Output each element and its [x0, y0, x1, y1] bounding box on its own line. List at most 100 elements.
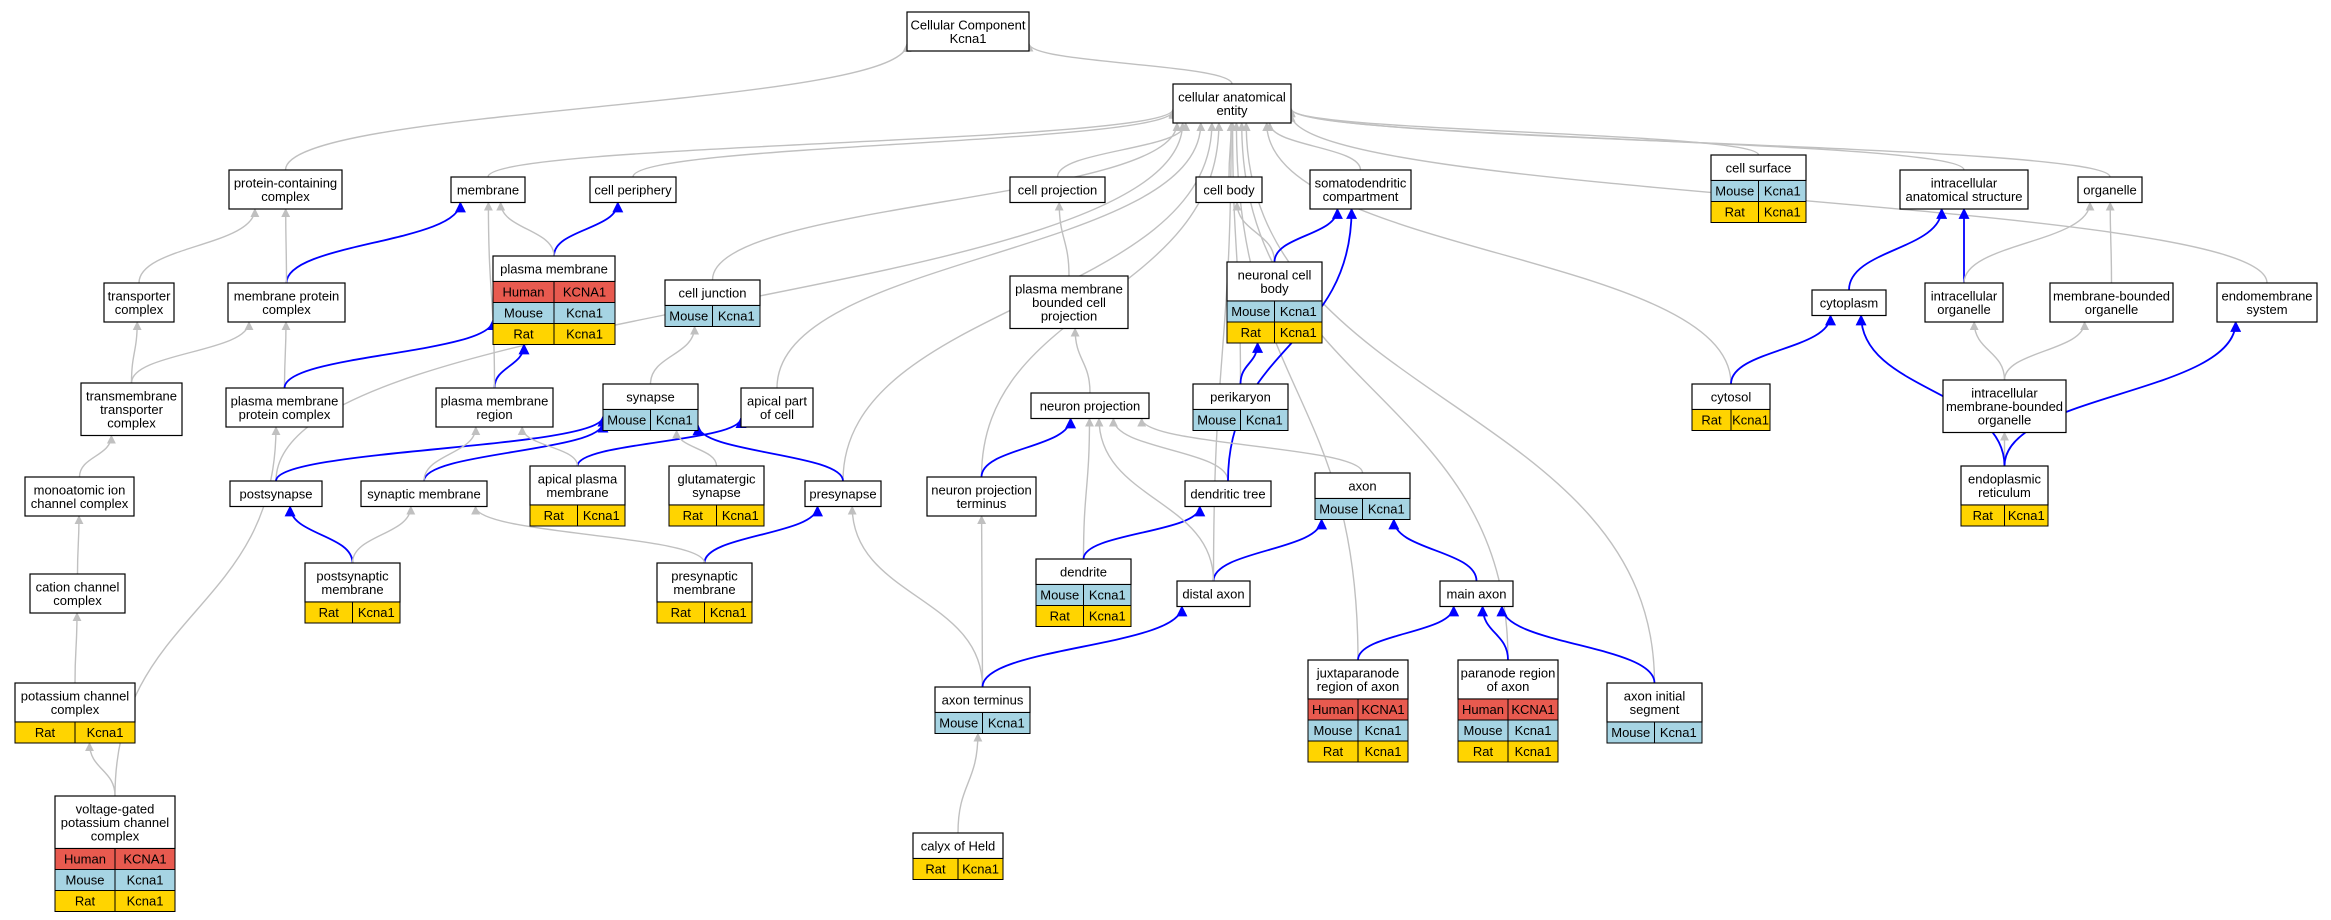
go-term-organelle[interactable]: organelle	[2077, 176, 2143, 204]
edge-pmbcp-to-cellproj	[1054, 201, 1070, 277]
term-label-line: plasma membrane	[1015, 281, 1123, 296]
gene-cell	[1507, 740, 1559, 763]
go-term-dendtree[interactable]: dendritic tree	[1184, 480, 1272, 508]
term-label-line: apical part	[747, 393, 807, 408]
term-label-line: protein-containing	[234, 175, 337, 190]
go-term-cytoplasm[interactable]: cytoplasm	[1811, 289, 1887, 317]
term-label-box	[360, 480, 488, 508]
species-name: Rat	[319, 605, 340, 620]
go-term-distaxon[interactable]: distal axon	[1176, 580, 1251, 608]
term-label-line: synapse	[626, 389, 674, 404]
edge-pmpc-to-pm	[283, 319, 499, 389]
term-label-line: postsynapse	[240, 486, 313, 501]
go-term-postsyn[interactable]: postsynapse	[229, 480, 323, 508]
term-label-line: perikaryon	[1210, 389, 1271, 404]
term-label-line: complex	[51, 702, 100, 717]
go-term-cellbody[interactable]: cell body	[1195, 176, 1263, 204]
go-term-mainaxon[interactable]: main axon	[1439, 580, 1514, 608]
term-label-line: cation channel	[36, 579, 120, 594]
edge-dendtree-to-neuronproj	[1108, 417, 1229, 482]
species-name: Rat	[1473, 744, 1494, 759]
go-term-membrane[interactable]: membrane	[450, 176, 526, 204]
edge-apm-to-apicalpart	[576, 417, 747, 467]
edge-cytosol-to-cytoplasm	[1730, 314, 1836, 385]
gene-symbol: Kcna1	[1280, 325, 1317, 340]
go-term-cellper[interactable]: cell periphery	[589, 176, 677, 204]
term-label-box	[80, 382, 183, 437]
term-label-line: axon	[1348, 478, 1376, 493]
species-name: Human	[1312, 702, 1354, 717]
edge-intraorg-to-organelle	[1963, 201, 2095, 284]
term-label-box	[24, 476, 135, 517]
gene-cell	[553, 323, 616, 345]
species-name: Mouse	[1715, 184, 1754, 199]
edge-cae-to-cc_root	[1024, 42, 1233, 85]
species-name: Mouse	[669, 309, 708, 324]
edge-mbo-to-organelle	[2105, 201, 2115, 284]
go-term-presyn[interactable]: presynapse	[804, 480, 882, 508]
go-term-neuronproj[interactable]: neuron projection	[1030, 392, 1150, 420]
gene-symbol: Kcna1	[1246, 413, 1283, 428]
species-name: Rat	[75, 894, 96, 909]
species-name: Mouse	[1231, 304, 1270, 319]
term-label-box	[1226, 261, 1323, 302]
gene-symbol: KCNA1	[563, 285, 606, 300]
term-label-line: glutamatergic	[677, 471, 756, 486]
go-term-cellproj[interactable]: cell projection	[1009, 176, 1106, 204]
go-term-synmem[interactable]: synaptic membrane	[360, 480, 488, 508]
term-label-box	[1942, 379, 2067, 434]
term-label-line: organelle	[2085, 302, 2139, 317]
term-label-box	[740, 387, 814, 428]
